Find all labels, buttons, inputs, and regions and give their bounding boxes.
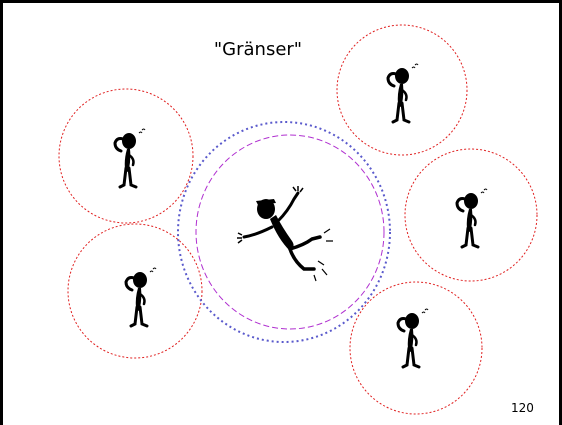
slide-title: "Gränser": [213, 39, 303, 60]
stumbling-figure-icon: [237, 186, 333, 282]
surrounding-circle-left-top: [58, 88, 194, 224]
boundary-circle-outer: [177, 121, 391, 343]
thinking-figure-icon: [455, 187, 489, 249]
thinking-figure-icon: [113, 127, 147, 189]
surrounding-circle-top-right: [336, 24, 468, 156]
thinking-figure-icon: [396, 307, 430, 369]
thinking-figure-icon: [124, 266, 158, 328]
page-number: 120: [511, 401, 534, 415]
slide-diagram: [58, 24, 538, 415]
thinking-figure-icon: [386, 62, 420, 124]
boundary-circle-inner: [195, 134, 385, 330]
surrounding-circle-left-bottom: [67, 223, 203, 359]
surrounding-circle-bottom-right: [349, 281, 483, 415]
surrounding-circle-right: [404, 148, 538, 282]
